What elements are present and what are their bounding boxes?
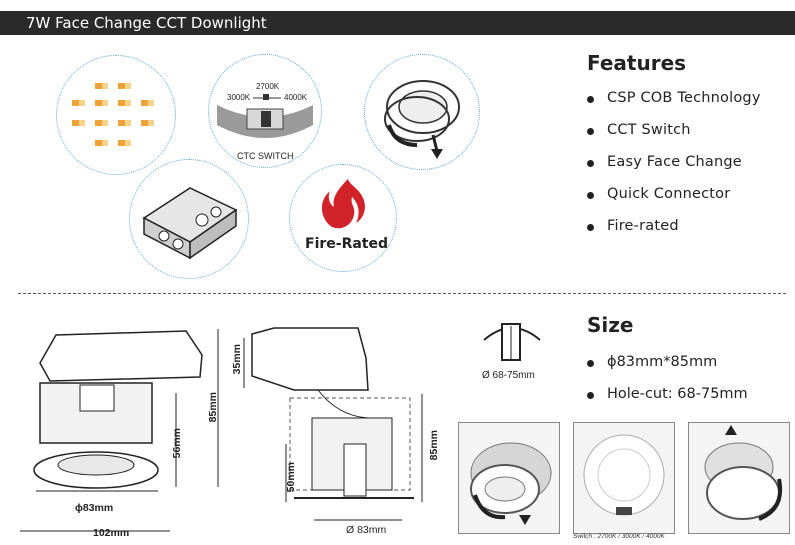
fire-rated-label: Fire-Rated [305,236,389,252]
switch-label-4000: 4000K [284,93,308,102]
face-change-icon [384,80,460,159]
dim-side-50: 50mm [285,462,297,493]
feature-item: Quick Connector [587,186,761,218]
features-list: CSP COB Technology CCT Switch Easy Face … [587,90,761,250]
dim-side-85: 85mm [428,430,440,461]
quick-connector-circle [129,159,249,279]
face-change-circle [364,54,480,170]
led-chip-icon [72,83,154,146]
size-item: Hole-cut: 68-75mm [587,386,748,418]
side-view-drawing [243,327,423,521]
features-title: Features [587,51,687,75]
section-divider [18,293,786,294]
page-title: 7W Face Change CCT Downlight [26,14,267,32]
photo-face-change [458,422,560,534]
connector-icon [142,187,238,260]
size-list: ϕ83mm*85mm Hole-cut: 68-75mm [587,354,748,418]
header-bar: 7W Face Change CCT Downlight [0,11,795,35]
size-title: Size [587,313,634,337]
dim-front-overall-width: 102mm [93,527,130,539]
photo-switch [573,422,675,534]
feature-item: Easy Face Change [587,154,761,186]
switch-label-3000: 3000K [227,93,251,102]
feature-item: CCT Switch [587,122,761,154]
feature-item: CSP COB Technology [587,90,761,122]
hole-cut-icon [483,323,541,361]
cct-switch-circle: 2700K 3000K 4000K CTC SWITCH [208,54,322,168]
front-view-drawing [20,329,219,532]
hole-cut-label: Ø 68-75mm [482,370,535,381]
dim-front-height-56: 56mm [171,428,183,459]
switch-label-2700: 2700K [256,82,280,91]
dim-front-height-85: 85mm [207,392,219,423]
fire-rated-circle: Fire-Rated [289,164,397,272]
dim-front-width: ϕ83mm [75,502,114,514]
dim-side-35: 35mm [231,344,243,375]
flame-icon [321,179,365,229]
switch-caption: CTC SWITCH [237,151,294,161]
led-chips-circle [56,55,176,175]
switch-icon [217,94,313,138]
size-item: ϕ83mm*85mm [587,354,748,386]
photo-face-change-2 [688,422,790,534]
dim-side-width: Ø 83mm [346,524,387,536]
switch-note: Switch : 2700K / 3000K / 4000K [573,533,665,540]
feature-item: Fire-rated [587,218,761,250]
